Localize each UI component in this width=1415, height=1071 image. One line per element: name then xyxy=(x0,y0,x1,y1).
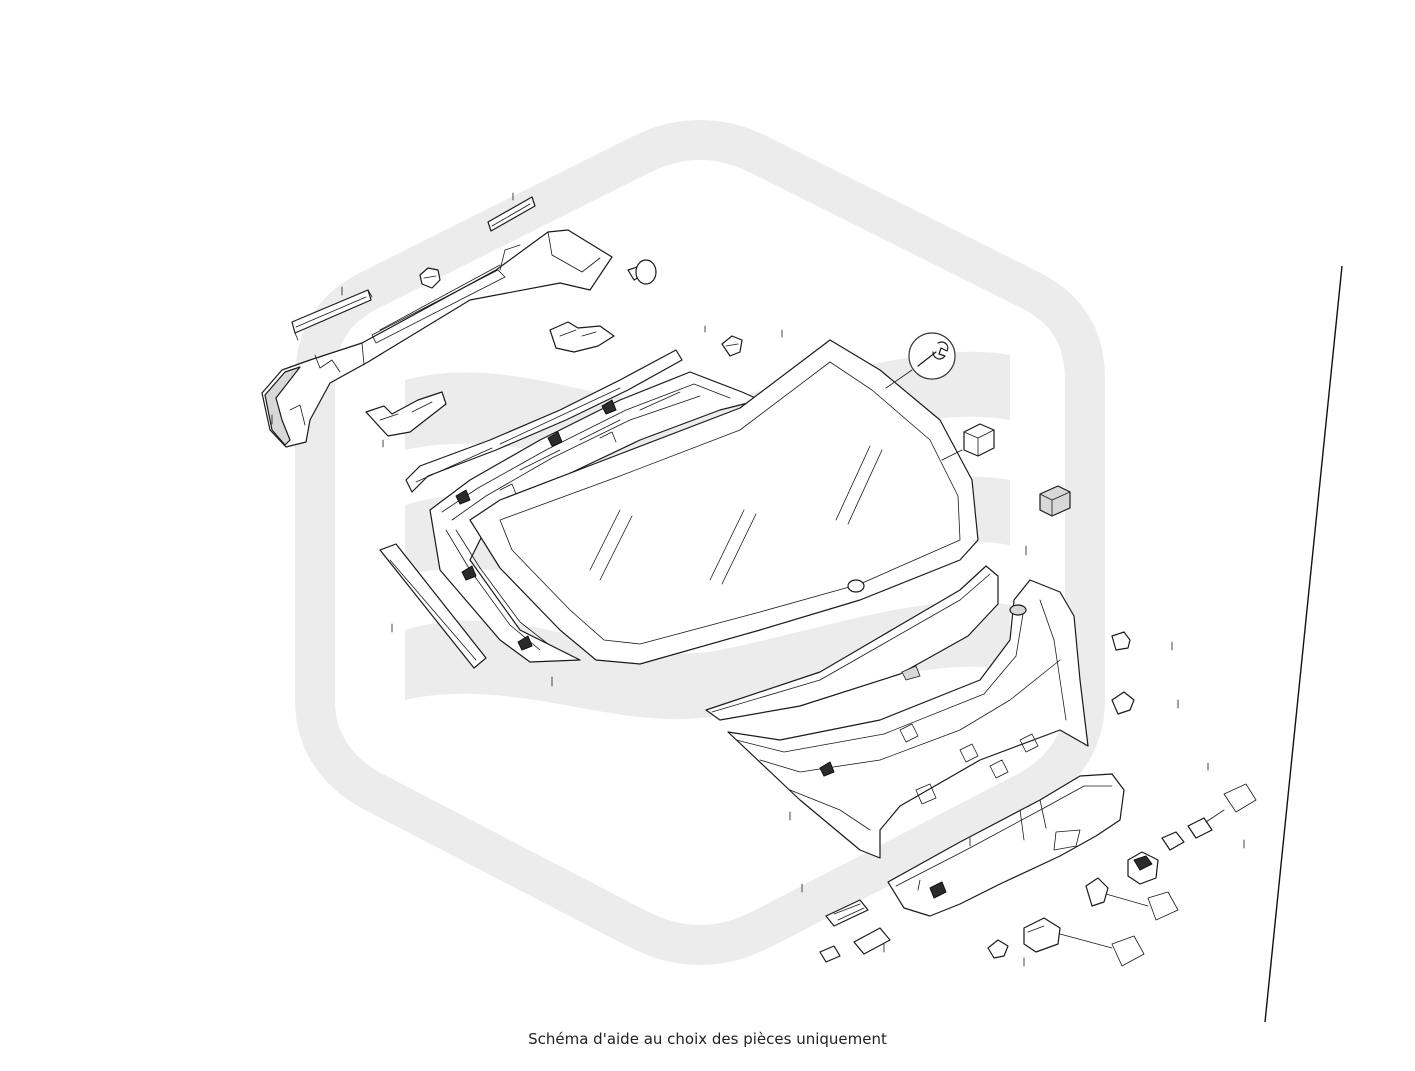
wrench-icon xyxy=(885,332,956,389)
emblem-badge xyxy=(801,883,869,927)
clip-bottom-c xyxy=(987,939,1025,967)
tailgate-frame xyxy=(429,371,761,687)
rear-window-glass xyxy=(469,339,979,665)
clip-right-b xyxy=(1111,691,1179,715)
bracket-upper xyxy=(549,321,615,353)
side-trim-strip xyxy=(379,543,487,669)
latch-module xyxy=(1023,917,1145,967)
sensor-module xyxy=(1085,877,1179,921)
lock-actuator xyxy=(1127,851,1159,885)
roof-spoiler xyxy=(261,229,613,448)
lower-garnish xyxy=(705,565,999,721)
clip-top-b xyxy=(627,259,657,285)
clip-right-a xyxy=(1111,631,1173,651)
trim-strip-top xyxy=(487,192,536,232)
connector-bulb xyxy=(1161,809,1225,851)
lamp-plate xyxy=(853,927,891,955)
diagram-caption: Schéma d'aide au choix des pièces unique… xyxy=(528,1030,887,1048)
clip-top-a xyxy=(419,267,441,289)
frame-line xyxy=(1264,265,1343,1023)
ghost-block-a xyxy=(1207,762,1257,849)
part-block-a xyxy=(941,423,995,461)
bolt xyxy=(819,945,841,963)
bracket-lower xyxy=(365,391,447,448)
trim-strip-left xyxy=(291,286,373,341)
handle-panel xyxy=(887,773,1125,917)
upper-seal-strip xyxy=(405,349,683,493)
clip-mid xyxy=(704,325,783,357)
part-block-b xyxy=(1039,485,1071,517)
